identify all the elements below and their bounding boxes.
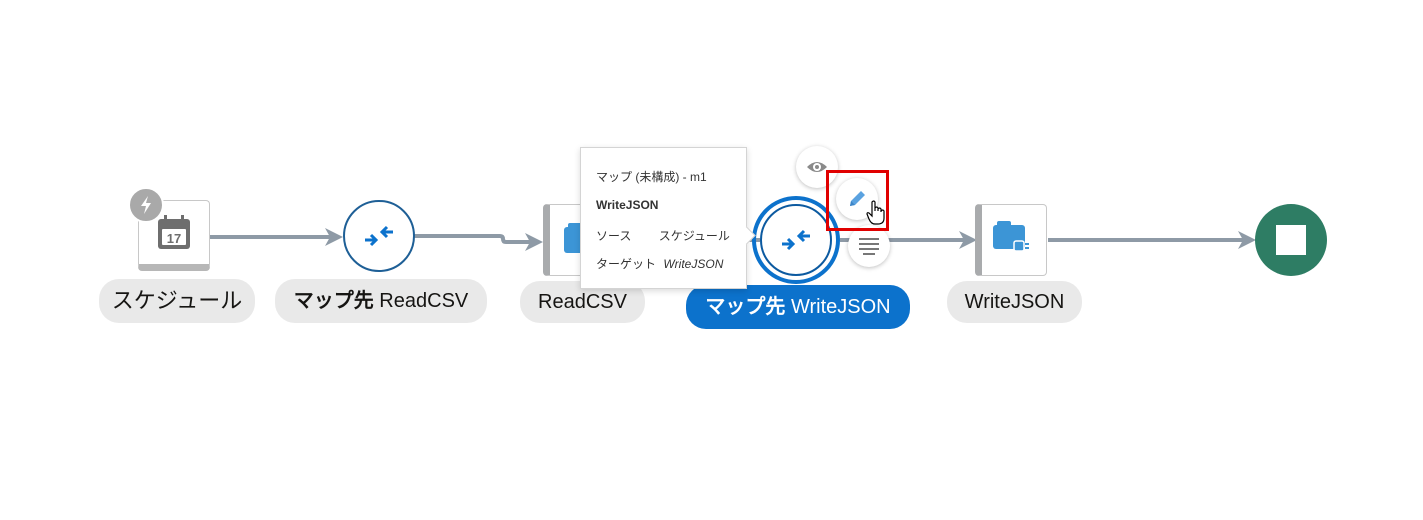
hand-cursor-icon: [866, 200, 885, 225]
more-actions-button[interactable]: [848, 225, 890, 267]
map-readcsv-node[interactable]: [343, 200, 415, 272]
node-tooltip: マップ (未構成) - m1 WriteJSON ソース スケジュール ターゲッ…: [580, 147, 756, 289]
schedule-node[interactable]: 17: [138, 200, 210, 271]
eye-icon: [807, 162, 827, 172]
tooltip-name: WriteJSON: [596, 198, 659, 212]
arrowhead: [525, 233, 543, 251]
arrowhead: [1238, 231, 1256, 249]
trigger-badge: [128, 187, 164, 223]
node-label-map-readcsv[interactable]: マップ先 ReadCSV: [275, 279, 487, 323]
connector-map1-to-readcsv: [414, 234, 530, 244]
lightning-icon: [141, 196, 151, 214]
tooltip-target: ターゲット WriteJSON: [596, 257, 724, 271]
stop-icon: [1276, 225, 1306, 255]
edit-button[interactable]: [836, 178, 878, 220]
tooltip-title: マップ (未構成) - m1: [596, 170, 707, 184]
node-label-writejson[interactable]: WriteJSON: [947, 281, 1082, 323]
map-writejson-node[interactable]: [760, 204, 832, 276]
edit-highlight-box: [826, 170, 889, 231]
calendar-icon: 17: [158, 215, 190, 249]
map-arrows-icon: [782, 229, 810, 251]
arrowhead: [325, 228, 343, 246]
end-node[interactable]: [1255, 204, 1327, 276]
view-button[interactable]: [796, 146, 838, 188]
writejson-node[interactable]: [975, 204, 1047, 276]
node-label-map-writejson[interactable]: マップ先 WriteJSON: [686, 285, 910, 329]
folder-plug-icon: [993, 221, 1029, 252]
arrowhead: [959, 231, 977, 249]
node-label-schedule[interactable]: スケジュール: [99, 279, 255, 323]
pencil-icon: [850, 191, 865, 206]
calendar-day: 17: [167, 231, 181, 246]
tooltip-source: ソース スケジュール: [596, 229, 730, 243]
map-arrows-icon: [365, 225, 393, 247]
selection-ring: [752, 196, 840, 284]
lines-icon: [859, 238, 879, 255]
